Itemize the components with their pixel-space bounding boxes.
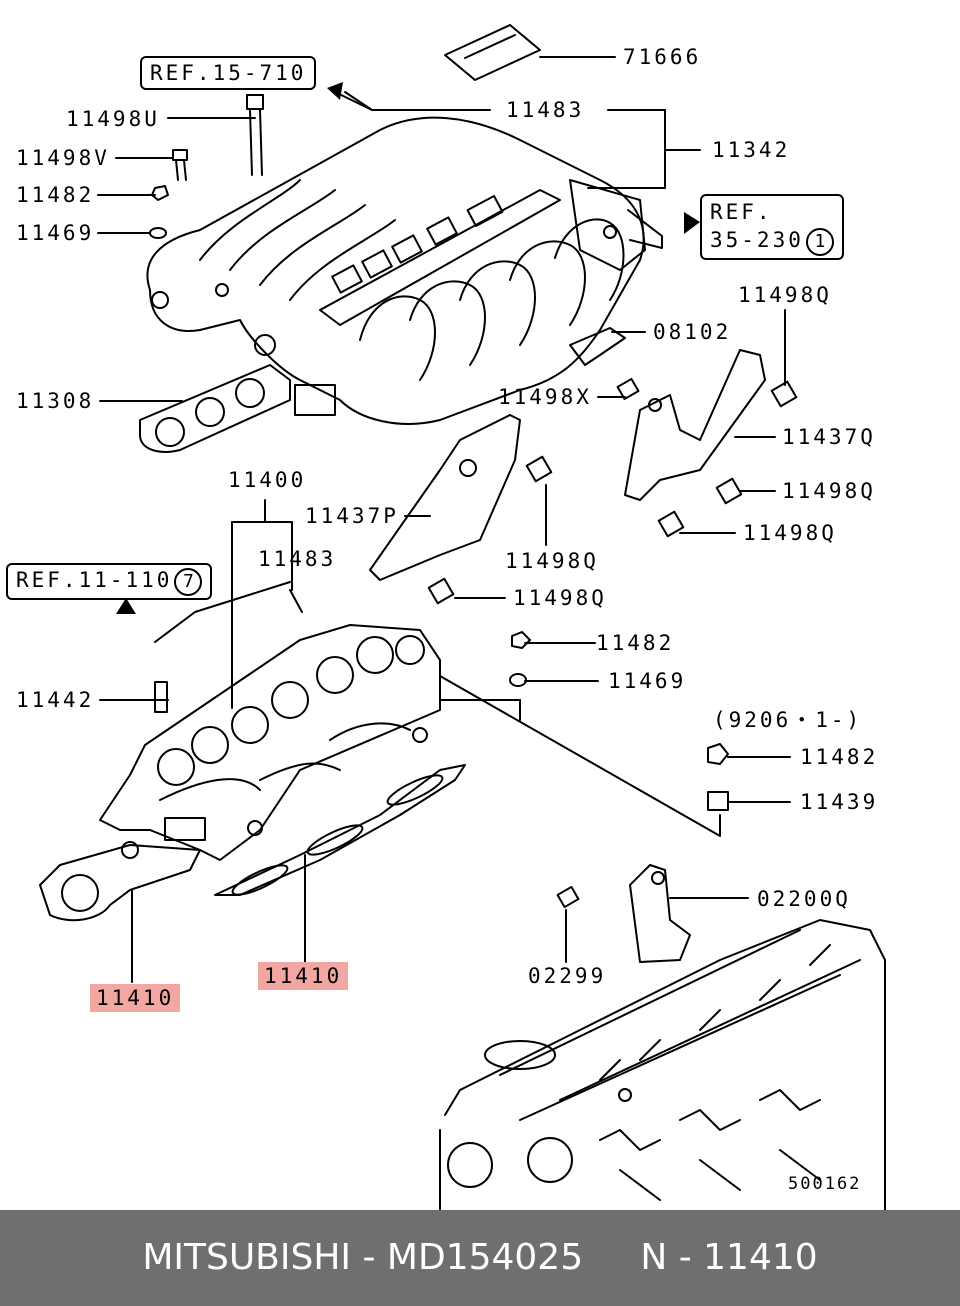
label-11498u: 11498U — [66, 107, 160, 131]
label-08102: 08102 — [653, 320, 732, 344]
label-71666: 71666 — [623, 45, 702, 69]
label-11498v: 11498V — [16, 146, 110, 170]
label-11498q-d: 11498Q — [505, 549, 599, 573]
label-diagram-id: 500162 — [788, 1174, 862, 1194]
label-11482-mid: 11482 — [596, 631, 675, 655]
label-11437q: 11437Q — [782, 425, 876, 449]
label-11437p: 11437P — [305, 504, 399, 528]
label-11482-top: 11482 — [16, 183, 95, 207]
arrow-ref-11-110 — [116, 598, 136, 614]
label-11498x: 11498X — [498, 385, 592, 409]
parts-diagram — [39, 24, 886, 1210]
label-11400: 11400 — [228, 468, 307, 492]
label-11342: 11342 — [712, 138, 791, 162]
label-11410-right-highlighted[interactable]: 11410 — [258, 962, 349, 990]
label-11442: 11442 — [16, 688, 95, 712]
ref-text-11-110: REF.11-110 — [16, 568, 173, 592]
label-11308: 11308 — [16, 389, 95, 413]
label-11439: 11439 — [800, 790, 879, 814]
ref-text-15-710: REF.15-710 — [150, 61, 307, 85]
ref-circle-number: 7 — [174, 568, 203, 596]
label-11498q-e: 11498Q — [513, 586, 607, 610]
label-serial-note: (9206・1-) — [713, 708, 863, 732]
label-11469-top: 11469 — [16, 221, 95, 245]
label-11469-mid: 11469 — [608, 669, 687, 693]
lower-gaskets — [39, 764, 466, 922]
brackets — [369, 327, 766, 963]
label-11482-low: 11482 — [800, 745, 879, 769]
label-02200q: 02200Q — [757, 887, 851, 911]
label-11483-top: 11483 — [506, 98, 585, 122]
label-plate — [444, 24, 541, 81]
ref-circle-number: 1 — [805, 228, 834, 256]
upper-intake-manifold — [146, 116, 646, 425]
label-11498q-b: 11498Q — [782, 479, 876, 503]
lower-intake-manifold — [99, 624, 441, 861]
ref-text-35-230-line1: REF. — [710, 200, 773, 224]
arrow-ref-15-710 — [327, 82, 343, 100]
ref-box-15-710[interactable]: REF.15-710 — [140, 56, 317, 90]
label-11483-mid: 11483 — [258, 547, 337, 571]
upper-gasket — [139, 364, 291, 453]
leader-lines — [97, 56, 791, 983]
engine-cylinder-heads — [439, 919, 886, 1210]
label-11498q-c: 11498Q — [743, 521, 837, 545]
arrow-ref-35-230 — [684, 212, 700, 234]
label-02299: 02299 — [528, 964, 607, 988]
label-11498q-a: 11498Q — [738, 283, 832, 307]
bolts — [149, 91, 798, 909]
label-11410-left-highlighted[interactable]: 11410 — [90, 984, 181, 1012]
part-number-footer: MITSUBISHI - MD154025 N - 11410 — [0, 1210, 960, 1306]
